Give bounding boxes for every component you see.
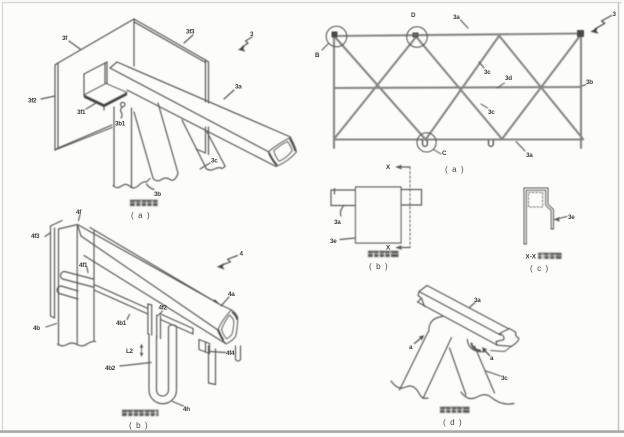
svg-text:( a ): ( a ) [131, 211, 151, 220]
svg-text:3c: 3c [501, 375, 508, 382]
svg-text:4b1: 4b1 [116, 320, 127, 327]
svg-text:3: 3 [613, 11, 617, 18]
svg-text:C: C [442, 150, 447, 157]
svg-text:4h: 4h [183, 406, 190, 413]
svg-text:3b: 3b [586, 79, 593, 86]
svg-text:4f4: 4f4 [226, 350, 235, 357]
svg-text:a: a [490, 355, 494, 362]
svg-text:( a ): ( a ) [445, 165, 465, 174]
svg-text:3f2: 3f2 [28, 98, 37, 105]
svg-text:( b ): ( b ) [369, 262, 389, 271]
svg-text:3: 3 [250, 31, 254, 38]
svg-text:X: X [386, 245, 391, 252]
svg-text:4f2: 4f2 [159, 305, 168, 312]
svg-text:3f1: 3f1 [77, 109, 86, 116]
svg-text:3e: 3e [330, 238, 337, 245]
svg-text:4f3: 4f3 [31, 233, 40, 240]
svg-text:( b ): ( b ) [129, 421, 149, 430]
svg-text:4b2: 4b2 [105, 365, 116, 372]
svg-text:3c: 3c [488, 109, 495, 116]
svg-text:4: 4 [240, 251, 244, 258]
svg-text:X-X: X-X [526, 254, 537, 261]
svg-text:3a: 3a [453, 14, 460, 21]
svg-text:4f1: 4f1 [79, 262, 88, 269]
svg-text:( d ): ( d ) [443, 418, 463, 427]
svg-text:3c: 3c [211, 158, 218, 165]
svg-text:4b: 4b [33, 325, 40, 332]
svg-text:3f3: 3f3 [186, 29, 195, 36]
svg-text:D: D [411, 12, 416, 19]
svg-text:3e: 3e [568, 214, 575, 221]
svg-text:3a: 3a [526, 152, 533, 159]
svg-text:3a: 3a [235, 84, 242, 91]
svg-text:3b1: 3b1 [115, 121, 126, 128]
svg-text:a: a [409, 344, 413, 351]
svg-text:3a: 3a [474, 297, 481, 304]
svg-text:3a: 3a [334, 219, 341, 226]
svg-text:4f: 4f [76, 209, 82, 216]
svg-text:B: B [315, 52, 320, 59]
svg-text:4a: 4a [228, 291, 235, 298]
svg-text:3c: 3c [484, 69, 491, 76]
svg-text:L2: L2 [126, 348, 134, 355]
svg-text:X: X [386, 164, 391, 171]
svg-text:3b: 3b [154, 191, 161, 198]
svg-text:3f: 3f [62, 35, 68, 42]
svg-text:( c ): ( c ) [530, 264, 549, 273]
svg-text:3d: 3d [505, 75, 512, 82]
